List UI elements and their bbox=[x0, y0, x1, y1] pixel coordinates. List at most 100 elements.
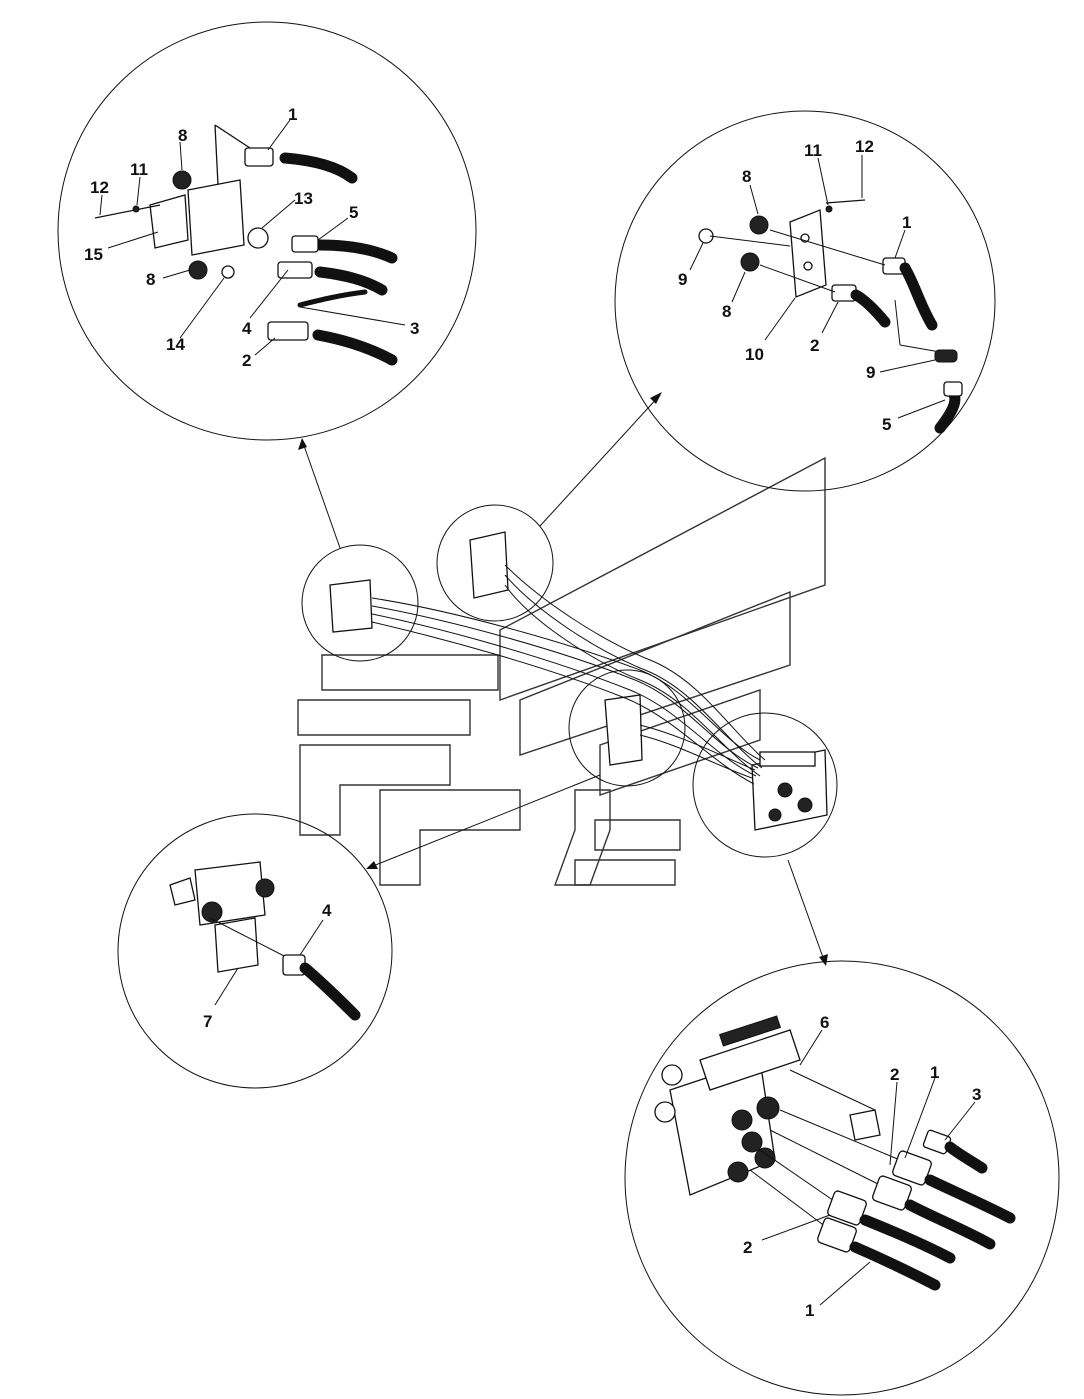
elbow-fitting bbox=[169, 877, 196, 906]
hose-end-1 bbox=[244, 147, 274, 167]
valve-port bbox=[741, 1131, 763, 1153]
hose-end-2-lower bbox=[827, 1190, 867, 1226]
callout-label: 13 bbox=[294, 189, 313, 208]
callout-label: 8 bbox=[178, 126, 187, 145]
callout-label: 15 bbox=[84, 245, 103, 264]
bracket-7 bbox=[214, 917, 259, 973]
valve-side-port bbox=[661, 1064, 683, 1086]
hose-bundle bbox=[371, 597, 761, 761]
leader-arrows bbox=[298, 392, 828, 966]
fitting bbox=[849, 1109, 881, 1141]
detail-circle-middle-left bbox=[117, 813, 393, 1089]
hose-1-lower bbox=[849, 1241, 941, 1291]
hose-end-4 bbox=[277, 261, 313, 279]
detail-top-right: 8 11 12 1 9 8 10 2 9 5 bbox=[614, 110, 996, 492]
hose-3 bbox=[297, 289, 368, 308]
washer-11 bbox=[132, 205, 140, 213]
plate-15 bbox=[149, 194, 189, 249]
hose-bundle bbox=[371, 621, 755, 785]
callout-label: 1 bbox=[902, 213, 911, 232]
callout-label: 12 bbox=[90, 178, 109, 197]
callout-label: 5 bbox=[349, 203, 358, 222]
hose-5 bbox=[314, 239, 398, 264]
detail-marker-circle-center bbox=[568, 669, 686, 787]
hose-bundle bbox=[504, 574, 763, 769]
valve-port bbox=[731, 1109, 753, 1131]
detail-top-left: 1 8 11 12 13 5 15 8 14 4 3 2 bbox=[57, 21, 477, 441]
valve-port bbox=[777, 782, 793, 798]
callout-label: 2 bbox=[242, 351, 251, 370]
fitting-9-elbow bbox=[934, 349, 958, 363]
callout-label: 3 bbox=[972, 1085, 981, 1104]
callout-label: 2 bbox=[810, 336, 819, 355]
callout-label: 11 bbox=[804, 141, 822, 160]
hose-4 bbox=[299, 962, 361, 1021]
callout-label: 8 bbox=[742, 167, 751, 186]
watermark-logo bbox=[297, 456, 826, 886]
hose-end-1-lower bbox=[817, 1217, 857, 1253]
washer-11 bbox=[825, 205, 833, 213]
hose-bundle bbox=[371, 605, 759, 769]
hose-1 bbox=[279, 152, 358, 184]
hose-2 bbox=[312, 329, 398, 366]
callout-label: 8 bbox=[722, 302, 731, 321]
valve-port bbox=[727, 1161, 749, 1183]
callout-label: 6 bbox=[820, 1013, 829, 1032]
bracket-line bbox=[214, 124, 251, 186]
valve-top-cap bbox=[759, 751, 816, 767]
callout-label: 4 bbox=[242, 319, 252, 338]
callout-label: 12 bbox=[855, 137, 874, 156]
fitting-8-top bbox=[749, 215, 769, 235]
valve-top bbox=[699, 1029, 801, 1091]
valve-port bbox=[768, 808, 782, 822]
hose-bundle bbox=[371, 613, 757, 777]
hose-bundle bbox=[504, 584, 761, 777]
valve-port bbox=[201, 901, 223, 923]
hose-3 bbox=[944, 1141, 988, 1174]
callout-label: 14 bbox=[166, 335, 185, 354]
callout-label: 11 bbox=[130, 160, 148, 179]
detail-marker-circle-right bbox=[692, 712, 838, 858]
callout-label: 1 bbox=[288, 105, 297, 124]
detail-middle-left: 4 7 bbox=[117, 813, 393, 1089]
callout-label: 4 bbox=[322, 901, 332, 920]
hose-4 bbox=[314, 266, 388, 296]
fitting-8-bottom bbox=[740, 252, 760, 272]
callout-label: 10 bbox=[745, 345, 764, 364]
callout-label: 8 bbox=[146, 270, 155, 289]
callout-label: 2 bbox=[890, 1065, 899, 1084]
fitting-8-top bbox=[172, 170, 192, 190]
callout-label: 9 bbox=[866, 363, 875, 382]
bolt-12 bbox=[825, 199, 866, 204]
hose-end-1-upper bbox=[892, 1150, 932, 1186]
detail-circle-bottom-right bbox=[624, 960, 1060, 1396]
plate-hole bbox=[803, 261, 813, 271]
callout-label: 7 bbox=[203, 1012, 212, 1031]
hose-2 bbox=[850, 289, 891, 328]
valve-terminal-strip bbox=[718, 1015, 782, 1047]
valve-port bbox=[255, 878, 275, 898]
callout-label: 1 bbox=[930, 1063, 939, 1082]
hose-end-2-upper bbox=[872, 1175, 912, 1211]
detail-circle-top-left bbox=[57, 21, 477, 441]
detail-marker-circle-left bbox=[301, 544, 419, 662]
hose-end-2 bbox=[267, 321, 309, 341]
hose-5 bbox=[934, 386, 961, 434]
bracket-left bbox=[329, 579, 373, 633]
callout-label: 1 bbox=[805, 1301, 814, 1320]
hose-end-5 bbox=[291, 235, 319, 253]
hose-bundle bbox=[504, 564, 766, 761]
bracket-plate bbox=[187, 179, 245, 256]
valve-port bbox=[754, 1147, 776, 1169]
hose-2-upper bbox=[904, 1199, 996, 1250]
bolt-12 bbox=[94, 204, 161, 219]
bracket-top bbox=[469, 531, 509, 599]
hose-2-lower bbox=[859, 1214, 956, 1264]
detail-marker-circle-top bbox=[436, 504, 554, 622]
hose-bundle bbox=[639, 724, 756, 771]
plate-10 bbox=[789, 209, 827, 298]
fitting-8-bottom bbox=[188, 260, 208, 280]
valve-side-port bbox=[654, 1101, 676, 1123]
fitting-13 bbox=[247, 227, 269, 249]
